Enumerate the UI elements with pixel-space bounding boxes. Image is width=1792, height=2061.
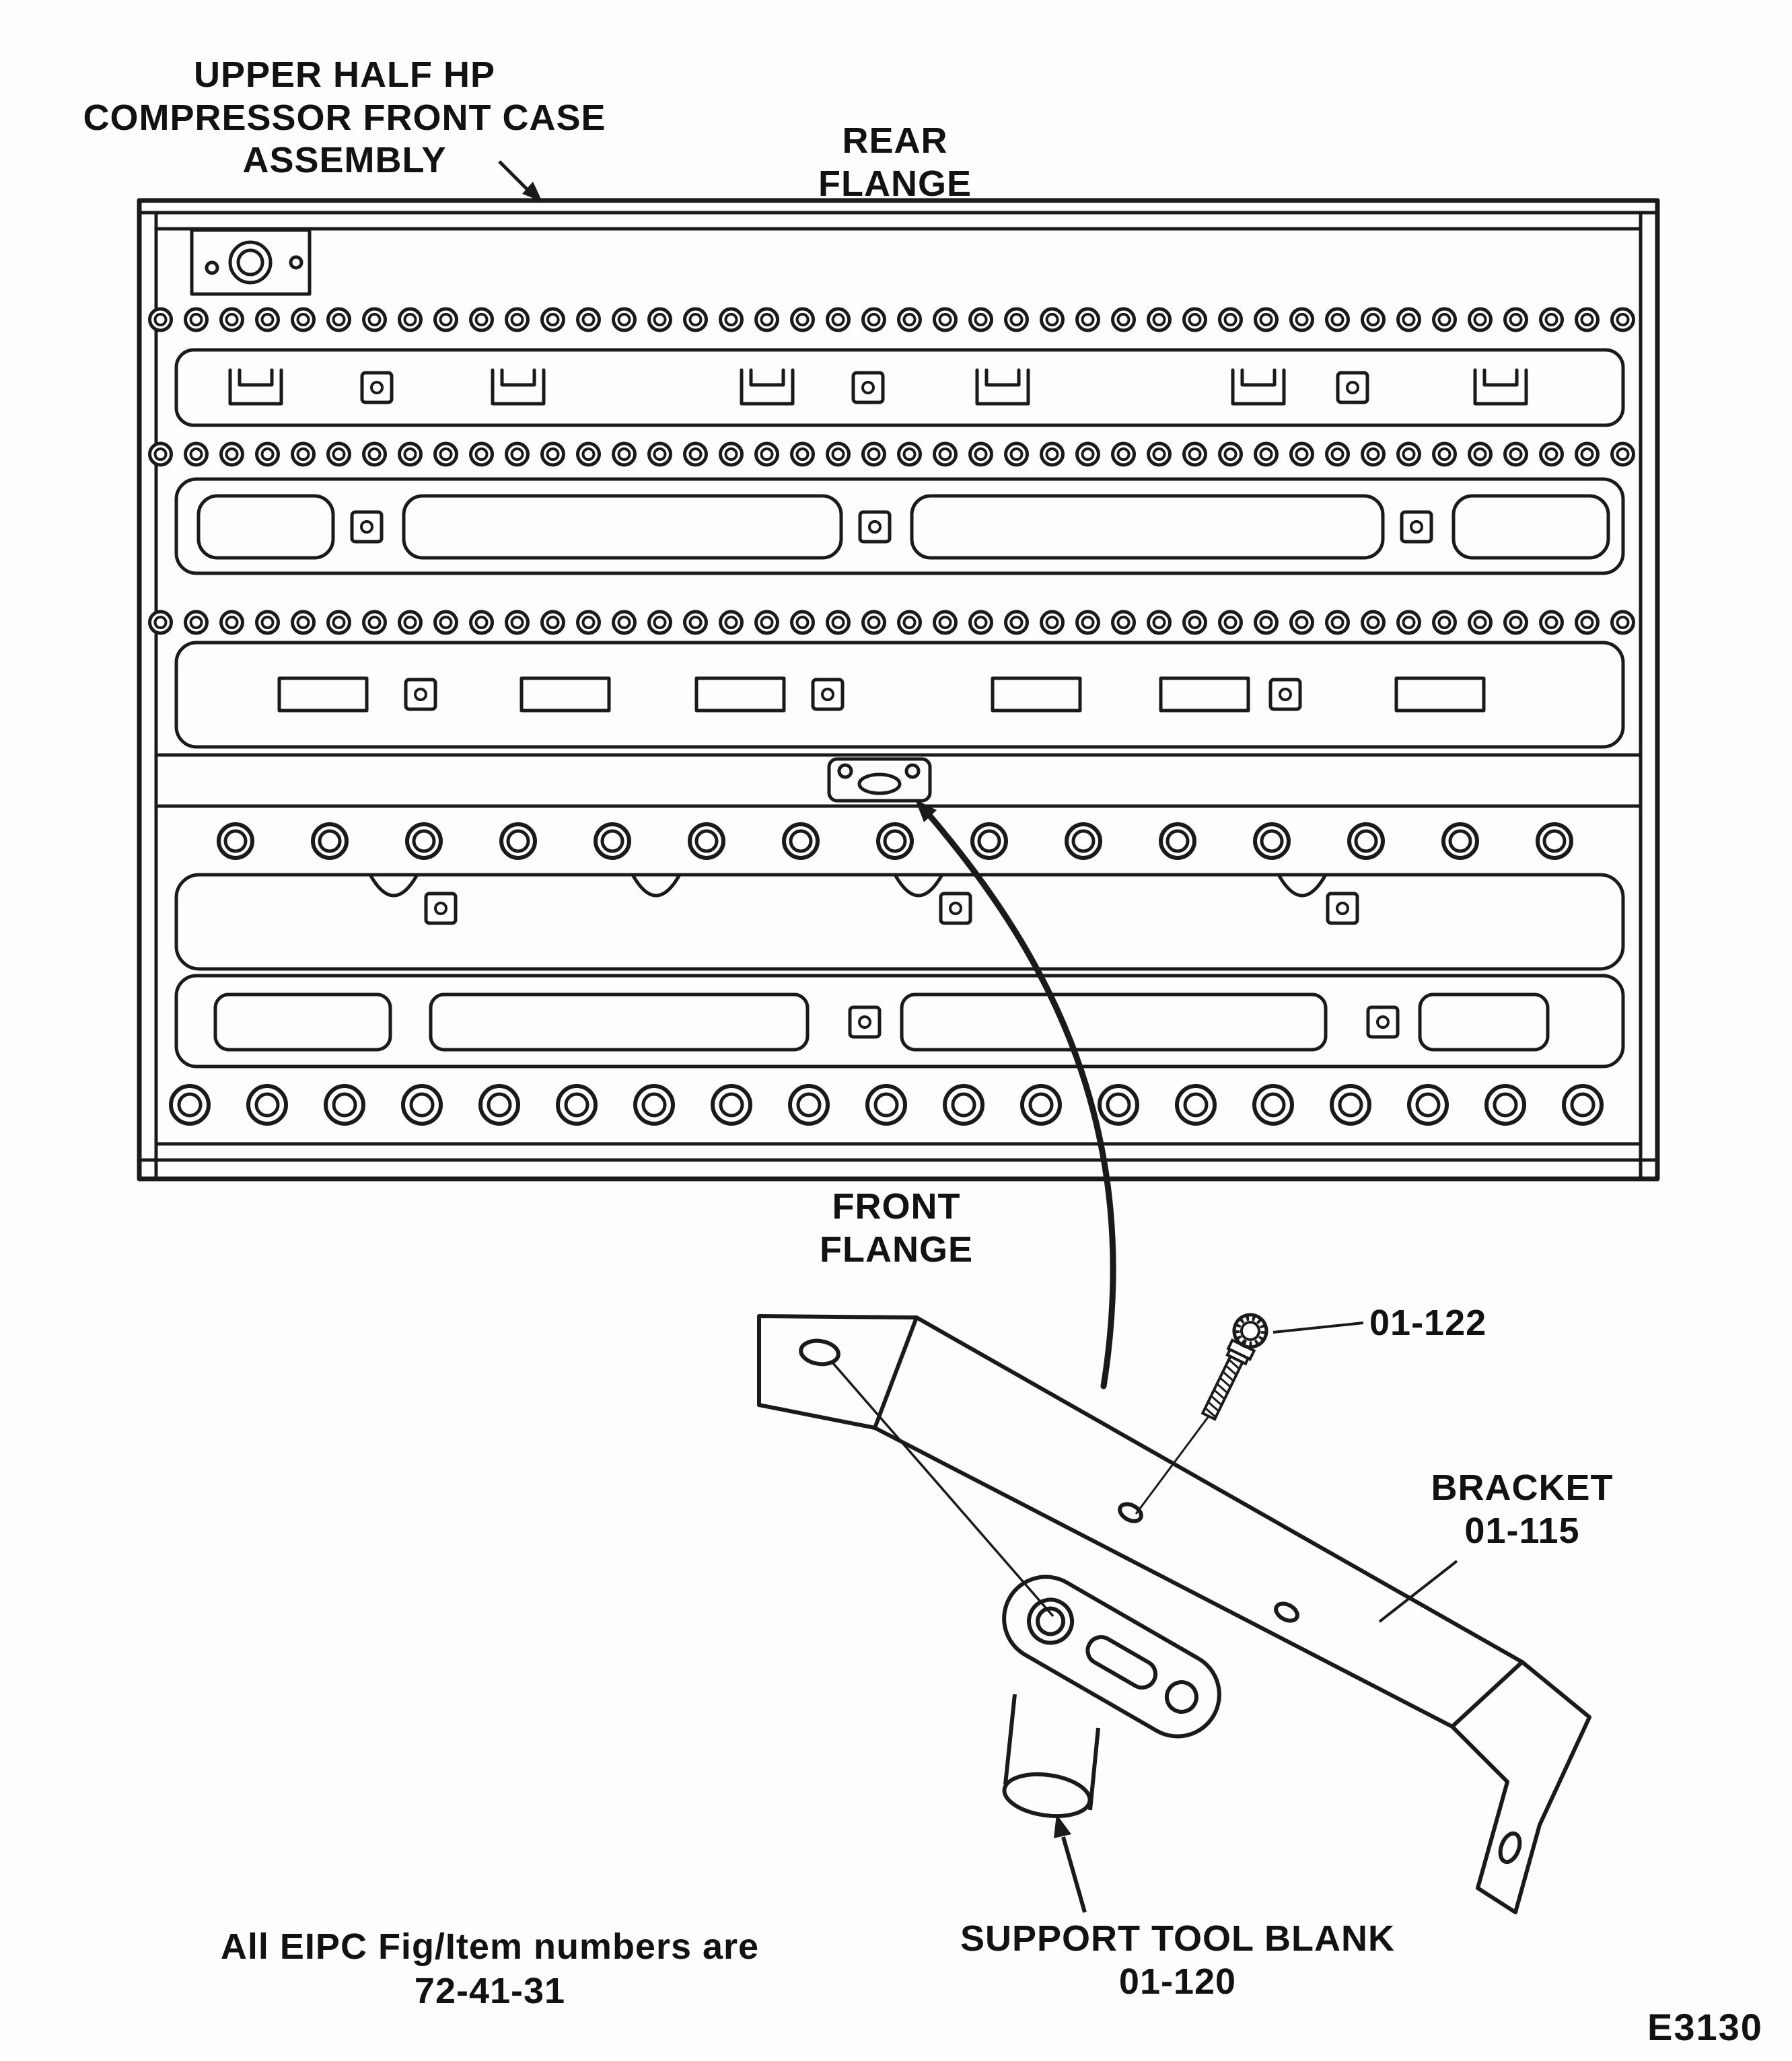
eipc-note-line1: All EIPC Fig/Item numbers are xyxy=(220,1926,760,1967)
bolt-row-5 xyxy=(151,1077,1622,1134)
mid-flange xyxy=(154,753,1643,808)
shroud-band-1 xyxy=(174,477,1625,575)
front-flange-line2: FLANGE xyxy=(820,1229,973,1270)
rear-flange-line1: REAR xyxy=(842,120,948,161)
support-tool-line2: 01-120 xyxy=(1118,1961,1237,2002)
rear-flange-line2: FLANGE xyxy=(818,163,972,204)
bracket-label-line1: BRACKET xyxy=(1431,1468,1614,1508)
front-flange-label: FRONT FLANGE xyxy=(820,1186,973,1271)
figure-code: E3130 xyxy=(1647,2006,1763,2048)
bolt-drawing xyxy=(1135,1313,1268,1515)
bolt-row-4 xyxy=(188,818,1602,865)
bracket-drawing xyxy=(757,1314,1591,1914)
pointer-arrow-curve xyxy=(915,799,1116,1389)
support-tool-label: SUPPORT TOOL BLANK 01-120 xyxy=(960,1918,1395,2003)
bolt-row-1 xyxy=(143,303,1641,336)
assembly-label-line3: ASSEMBLY xyxy=(242,140,447,181)
bolt-item-label: 01-122 xyxy=(1369,1303,1487,1343)
assembly-label-line1: UPPER HALF HP xyxy=(193,55,496,95)
leader-lines xyxy=(498,160,1458,1913)
bracket-label-line2: 01-115 xyxy=(1464,1510,1580,1551)
shroud-band-2 xyxy=(174,974,1625,1069)
bracket-label: BRACKET 01-115 xyxy=(1431,1467,1614,1552)
bolt-row-3 xyxy=(143,606,1641,639)
support-tool-drawing xyxy=(832,1362,1221,1819)
support-tool-line1: SUPPORT TOOL BLANK xyxy=(960,1918,1396,1959)
bolt-row-2 xyxy=(143,437,1641,471)
assembly-label: UPPER HALF HP COMPRESSOR FRONT CASE ASSE… xyxy=(83,54,606,182)
corner-plate xyxy=(190,228,312,296)
assembly-arrowhead xyxy=(522,182,542,202)
front-flange-line1: FRONT xyxy=(832,1186,961,1227)
opening-band xyxy=(174,641,1625,749)
eipc-note-line2: 72-41-31 xyxy=(414,1970,566,2011)
clip-band xyxy=(174,348,1625,427)
rear-flange-label: REAR FLANGE xyxy=(818,120,972,205)
assembly-label-line2: COMPRESSOR FRONT CASE xyxy=(83,97,606,138)
castellated-band xyxy=(174,873,1625,971)
eipc-note: All EIPC Fig/Item numbers are 72-41-31 xyxy=(221,1926,759,2013)
support-tool-arrowhead xyxy=(1054,1814,1071,1838)
compressor-case-drawing xyxy=(137,198,1660,1182)
